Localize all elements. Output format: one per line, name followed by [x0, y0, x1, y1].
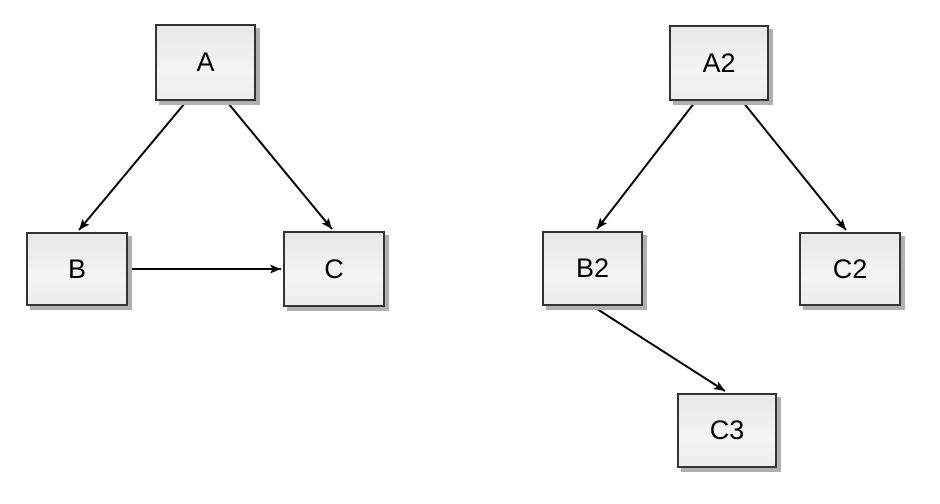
edge-A-C — [227, 102, 333, 230]
node-label-B: B — [67, 253, 86, 284]
node-label-C3: C3 — [709, 415, 745, 445]
edge-A-B — [78, 102, 186, 231]
node-B: B — [26, 232, 128, 306]
node-B2: B2 — [542, 231, 643, 306]
edge-A2-B2 — [596, 101, 696, 230]
edge-A2-C2 — [742, 101, 847, 231]
node-C3: C3 — [677, 393, 777, 468]
node-C: C — [283, 231, 385, 307]
node-label-C2: C2 — [832, 253, 868, 284]
node-A2: A2 — [669, 25, 769, 101]
edge-group — [78, 101, 847, 392]
node-label-C: C — [324, 253, 344, 284]
node-C2: C2 — [799, 232, 901, 306]
node-label-B2: B2 — [575, 253, 610, 283]
edge-B2-C3 — [593, 306, 726, 392]
node-label-A2: A2 — [702, 47, 736, 78]
node-A: A — [155, 24, 256, 101]
node-label-A: A — [196, 47, 215, 77]
